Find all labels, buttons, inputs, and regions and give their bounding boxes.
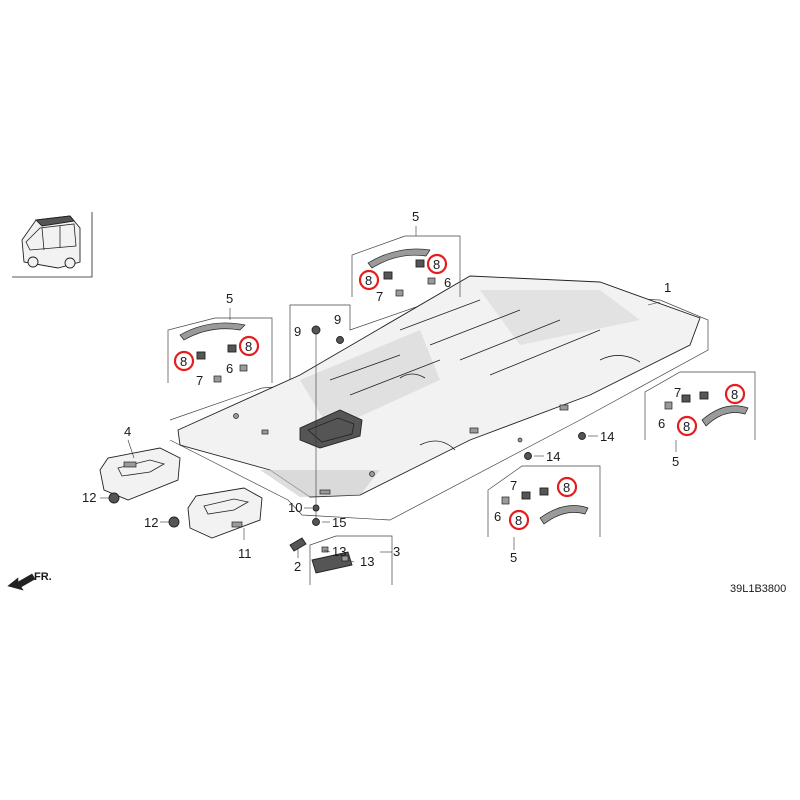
highlight-circle-8h	[508, 509, 530, 531]
highlight-circle-8b	[238, 335, 260, 357]
callout-13-lower: 13	[360, 554, 374, 569]
highlight-circle-8g	[556, 476, 578, 498]
leader-lines	[100, 226, 677, 563]
grab-handle-group-right	[644, 371, 756, 440]
highlight-circle-8c	[358, 269, 380, 291]
callout-12-lower: 12	[144, 515, 158, 530]
callout-2: 2	[294, 559, 301, 574]
callout-14-lower: 14	[546, 449, 560, 464]
callout-7-left: 7	[196, 373, 203, 388]
callout-13-upper: 13	[332, 544, 346, 559]
grab-handle-group-left	[167, 317, 273, 383]
callout-8-h: 8	[515, 513, 522, 528]
callout-14-upper: 14	[600, 429, 614, 444]
callout-7-center: 7	[376, 289, 383, 304]
clip-9-left	[311, 325, 321, 335]
callout-8-f: 8	[683, 419, 690, 434]
callout-7-right: 7	[674, 385, 681, 400]
callout-3: 3	[393, 544, 400, 559]
clip-9-right	[336, 336, 344, 344]
callout-9-right: 9	[334, 312, 341, 327]
callout-5-lower-right: 5	[510, 550, 517, 565]
sunvisor-left	[99, 447, 181, 501]
highlight-circle-8d	[426, 253, 448, 275]
callout-8-e: 8	[731, 387, 738, 402]
callout-12-upper: 12	[82, 490, 96, 505]
callout-8-b: 8	[245, 339, 252, 354]
highlight-circle-8e	[724, 383, 746, 405]
grab-handle-group-lower-right	[487, 465, 601, 537]
callout-10: 10	[288, 500, 302, 515]
callout-6-right: 6	[658, 416, 665, 431]
callout-7-lower-right: 7	[510, 478, 517, 493]
callout-11: 11	[238, 546, 252, 561]
callout-15: 15	[332, 515, 346, 530]
callout-9-left: 9	[294, 324, 301, 339]
clip-14-lower	[524, 452, 532, 460]
callout-5-left: 5	[226, 291, 233, 306]
vehicle-thumbnail	[12, 212, 93, 278]
callout-4: 4	[124, 424, 131, 439]
front-direction-indicator: FR.	[7, 571, 52, 591]
callout-6-center: 6	[444, 275, 451, 290]
clip-12-upper	[108, 492, 120, 504]
callout-6-left: 6	[226, 361, 233, 376]
clip-15	[312, 518, 320, 526]
callout-6-lower-right: 6	[494, 509, 501, 524]
callout-8-c: 8	[365, 273, 372, 288]
callout-labels: 1 2 3 4 5 5 5 5 6 6 6 6 7 7 7 7 8 8 8 8 …	[82, 209, 738, 574]
sunvisor-right	[187, 487, 263, 539]
front-arrow-icon	[7, 573, 36, 591]
callout-8-a: 8	[180, 354, 187, 369]
callout-5-center: 5	[412, 209, 419, 224]
highlight-circle-8a	[173, 350, 195, 372]
grab-handle-group-center	[351, 235, 461, 297]
roof-lining-panel	[177, 275, 701, 498]
map-light-group	[289, 535, 393, 585]
clip-10	[312, 504, 320, 512]
clip-14-upper	[578, 432, 586, 440]
diagram-code: 39L1B3800	[730, 583, 786, 595]
callout-8-d: 8	[433, 257, 440, 272]
roof-lining-outline	[169, 289, 709, 521]
clip-12-lower	[168, 516, 180, 528]
highlight-circle-8f	[676, 415, 698, 437]
front-label: FR.	[34, 571, 52, 583]
callout-1: 1	[664, 280, 671, 295]
highlight-markers	[173, 253, 746, 531]
callout-5-right: 5	[672, 454, 679, 469]
callout-8-g: 8	[563, 480, 570, 495]
